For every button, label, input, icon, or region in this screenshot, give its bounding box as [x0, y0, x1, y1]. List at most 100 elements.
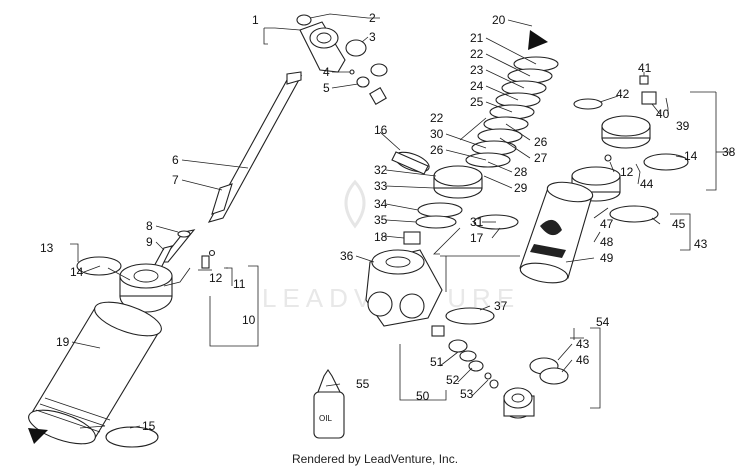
callout-52: 52: [446, 373, 460, 387]
arrow-left-icon: [28, 428, 48, 444]
bumper-part: [391, 151, 430, 175]
callout-21: 21: [470, 31, 484, 45]
valve-stack-part: [431, 325, 499, 389]
bottle-label: OIL: [319, 414, 332, 423]
callout-30: 30: [430, 127, 444, 141]
callout-9: 9: [146, 235, 153, 249]
callout-1: 1: [252, 13, 259, 27]
callout-45: 45: [672, 217, 686, 231]
oil-bottle-part: OIL: [313, 369, 345, 439]
callout-39: 39: [676, 119, 690, 133]
ball-part: [349, 69, 355, 75]
oring-part: [356, 76, 370, 88]
callout-24: 24: [470, 79, 484, 93]
callout-43: 43: [694, 237, 708, 251]
callout-14b: 14: [684, 149, 698, 163]
callout-15: 15: [142, 419, 156, 433]
oring-37-part: [445, 307, 495, 325]
reservoir-part: [519, 181, 594, 284]
callout-31: 31: [470, 215, 484, 229]
valve-40-part: [641, 91, 657, 105]
callout-13: 13: [40, 241, 54, 255]
eyelet-part: [299, 21, 346, 73]
adjuster-part: [503, 387, 535, 419]
snap-ring-part: [296, 14, 312, 26]
callout-51: 51: [430, 355, 444, 369]
reservoir-cap-part: [601, 115, 651, 149]
callout-26b: 26: [430, 143, 444, 157]
callout-34: 34: [374, 197, 388, 211]
callout-12: 12: [209, 271, 223, 285]
callout-29: 29: [514, 181, 528, 195]
callout-12b: 12: [620, 165, 634, 179]
callout-55: 55: [356, 377, 370, 391]
callout-32: 32: [374, 163, 388, 177]
callout-7: 7: [172, 173, 179, 187]
callout-54: 54: [596, 315, 610, 329]
footer-credit: Rendered by LeadVenture, Inc.: [291, 452, 459, 466]
valve-part: [369, 87, 387, 105]
callout-38: 38: [722, 145, 736, 159]
oring-45-part: [609, 205, 659, 223]
screw-41-part: [639, 75, 649, 85]
callout-14: 14: [70, 265, 84, 279]
callout-2: 2: [369, 11, 376, 25]
piston-part: [433, 165, 483, 199]
screw-part: [201, 255, 210, 269]
ball2-part: [208, 249, 216, 257]
leader-lines: [70, 13, 732, 429]
callout-26: 26: [534, 135, 548, 149]
callout-37: 37: [494, 299, 508, 313]
oring-14b-part: [643, 153, 689, 171]
callout-50: 50: [416, 389, 430, 403]
callout-10: 10: [242, 313, 256, 327]
callout-6: 6: [172, 153, 179, 167]
callout-20: 20: [492, 13, 506, 27]
washer-part: [370, 63, 388, 77]
callout-53: 53: [460, 387, 474, 401]
shaft-part: [207, 71, 303, 223]
callout-28: 28: [514, 165, 528, 179]
callout-18: 18: [374, 230, 388, 244]
watermark-logo: [344, 179, 366, 229]
bushing-18-part: [403, 231, 421, 245]
callout-22b: 22: [430, 111, 444, 125]
arrow-right-icon: [528, 30, 548, 50]
callout-41: 41: [638, 61, 652, 75]
ring-42-part: [573, 98, 603, 110]
callout-8: 8: [146, 219, 153, 233]
callout-48: 48: [600, 235, 614, 249]
shim-35-part: [415, 215, 457, 229]
callout-labels: 1 2 3 4 5 6 7 8 9 10 11 12 13 14 15 16 1…: [40, 11, 736, 433]
screw-12b-part: [604, 154, 612, 162]
callout-23: 23: [470, 63, 484, 77]
shim-34-part: [417, 202, 463, 218]
callout-43b: 43: [576, 337, 590, 351]
callout-4: 4: [323, 65, 330, 79]
bushing-part: [345, 39, 367, 57]
callout-33: 33: [374, 179, 388, 193]
callout-40: 40: [656, 107, 670, 121]
callout-16: 16: [374, 123, 388, 137]
callout-17: 17: [470, 231, 484, 245]
lower-eyelet-part: [365, 249, 443, 327]
oring-15-part: [105, 426, 159, 448]
callout-36: 36: [340, 249, 354, 263]
callout-35: 35: [374, 213, 388, 227]
callout-44: 44: [640, 177, 654, 191]
seal-head-part: [119, 263, 173, 313]
callout-47: 47: [600, 217, 614, 231]
needle-tip-part: [177, 230, 191, 238]
ring-46-part: [539, 367, 569, 385]
callout-42: 42: [616, 87, 630, 101]
callout-3: 3: [369, 30, 376, 44]
callout-5: 5: [323, 81, 330, 95]
callout-27: 27: [534, 151, 548, 165]
callout-11: 11: [233, 277, 246, 291]
body-tube-part: [28, 301, 162, 445]
callout-25: 25: [470, 95, 484, 109]
callout-19: 19: [56, 335, 70, 349]
callout-22: 22: [470, 47, 484, 61]
